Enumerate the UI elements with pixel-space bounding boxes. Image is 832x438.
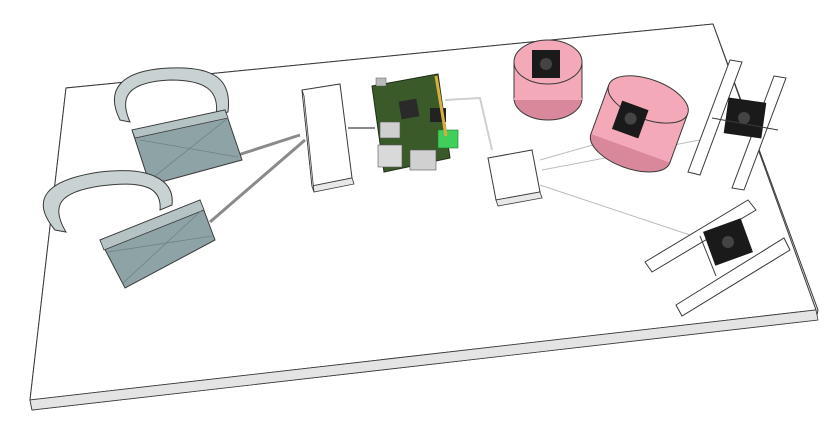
cable-pi-junction (444, 96, 493, 151)
camera-pink-icon (513, 39, 583, 121)
raspberry-pi-board-icon (371, 73, 459, 173)
camera-on-stand-icon (644, 199, 791, 317)
cable-headset-1 (237, 133, 301, 157)
cable-headset-2 (209, 138, 306, 224)
camera-on-stand-icon (687, 59, 787, 191)
camera-pink-icon (589, 75, 689, 173)
vr-headset-icon (42, 170, 216, 289)
cable-junction-cam3 (539, 184, 706, 241)
hub-box-icon (301, 83, 355, 193)
vr-headset-icon (114, 67, 243, 186)
junction-box-icon (487, 149, 543, 207)
